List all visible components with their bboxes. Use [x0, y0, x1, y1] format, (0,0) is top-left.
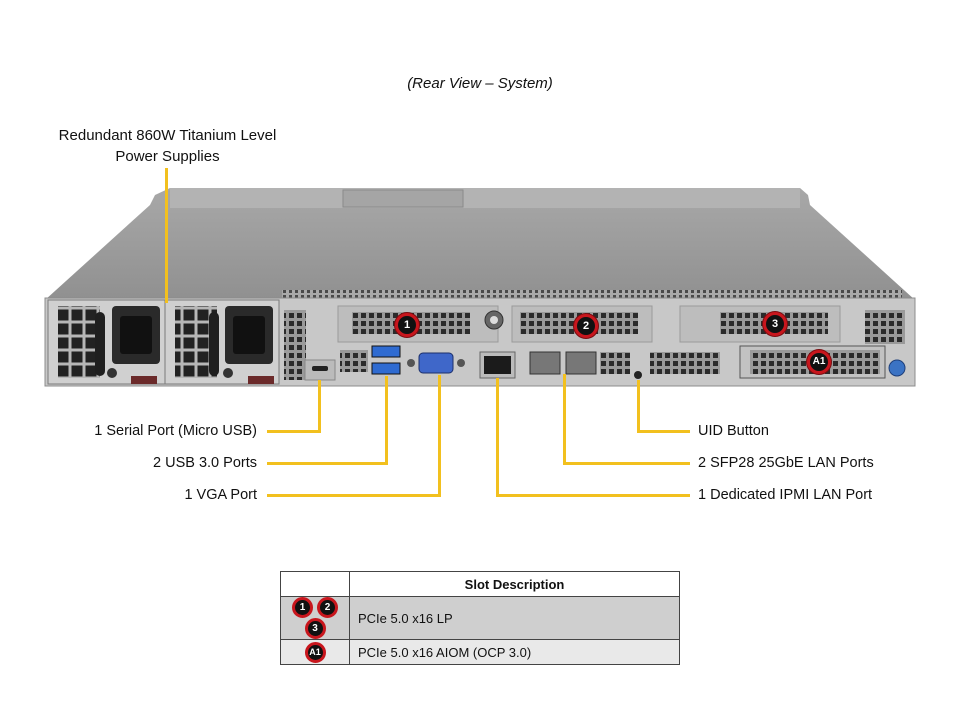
table-badge-a1: A1 — [304, 641, 326, 663]
table-row: A1 PCIe 5.0 x16 AIOM (OCP 3.0) — [280, 639, 680, 665]
slot-badge-2: 2 — [574, 314, 598, 338]
uid-button-icon — [634, 371, 642, 379]
serial-leader-vertical — [318, 380, 321, 433]
sfp-leader-vertical — [563, 374, 566, 465]
ipmi-leader-horizontal — [496, 494, 690, 497]
aiom-release-knob-icon — [888, 359, 906, 377]
power-supply-1 — [47, 299, 167, 385]
table-badge-1: 1 — [292, 597, 313, 618]
slot-badge-a1: A1 — [807, 350, 831, 374]
psu-leader-line — [165, 168, 168, 303]
server-rear-illustration — [44, 188, 916, 387]
uid-button-label: UID Button — [698, 423, 769, 439]
sfp28-port-1-icon — [529, 351, 561, 375]
ipmi-rj45-port-icon — [484, 356, 511, 374]
table-header-row: Slot Description — [280, 571, 680, 597]
vga-leader-vertical — [438, 375, 441, 497]
vga-port-label: 1 VGA Port — [184, 487, 257, 503]
micro-usb-port-icon — [312, 366, 328, 371]
usb-port-2-icon — [371, 362, 401, 375]
power-supply-2 — [164, 299, 280, 385]
usb-leader-vertical — [385, 376, 388, 465]
psu-callout-line1: Redundant 860W Titanium Level — [58, 127, 277, 144]
table-badge-3: 3 — [304, 618, 326, 639]
table-badge-2: 2 — [317, 597, 338, 618]
serial-leader-horizontal — [267, 430, 321, 433]
sfp28-ports-label: 2 SFP28 25GbE LAN Ports — [698, 455, 874, 471]
sfp28-port-2-icon — [565, 351, 597, 375]
table-row-description: PCIe 5.0 x16 LP — [349, 596, 680, 640]
uid-leader-horizontal — [637, 430, 690, 433]
ipmi-port-label: 1 Dedicated IPMI LAN Port — [698, 487, 873, 503]
usb-port-1-icon — [371, 345, 401, 358]
table-header-slot-description: Slot Description — [349, 571, 680, 597]
table-row-description: PCIe 5.0 x16 AIOM (OCP 3.0) — [349, 639, 680, 665]
table-header-blank — [280, 571, 350, 597]
slot-badge-1: 1 — [395, 313, 419, 337]
ipmi-leader-vertical — [496, 378, 499, 497]
sfp-leader-horizontal — [563, 462, 690, 465]
uid-leader-vertical — [637, 380, 640, 433]
vga-leader-horizontal — [267, 494, 441, 497]
figure-title: (Rear View – System) — [407, 75, 553, 92]
usb-leader-horizontal — [267, 462, 388, 465]
table-row-markers: A1 — [280, 639, 350, 665]
psu-callout-line2: Power Supplies — [115, 148, 220, 165]
slot-badge-3: 3 — [763, 312, 787, 336]
usb-ports-label: 2 USB 3.0 Ports — [153, 455, 257, 471]
psu-callout-label: Redundant 860W Titanium Level Power Supp… — [40, 125, 295, 167]
serial-port-label: 1 Serial Port (Micro USB) — [94, 423, 257, 439]
chassis-top-cover — [45, 188, 915, 300]
vga-port-icon — [407, 352, 465, 374]
